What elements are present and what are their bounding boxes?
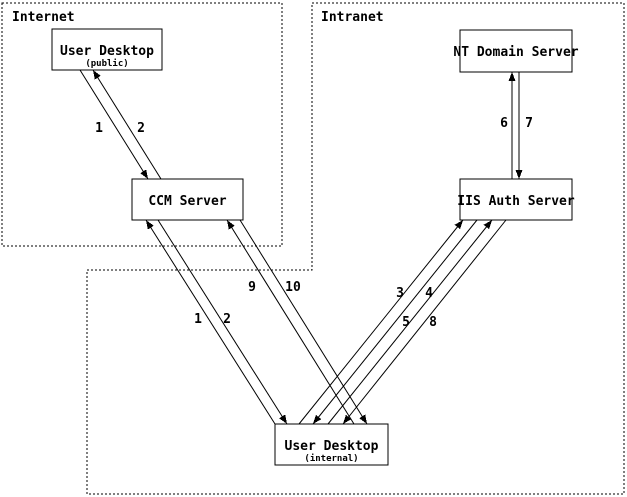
ccm-server-box	[131, 178, 244, 221]
edge-line-2	[157, 219, 288, 425]
iis-auth-server-title: IIS Auth Server	[457, 194, 575, 209]
edge-line-1	[79, 69, 149, 180]
edge-line-9	[226, 219, 355, 425]
user-desktop-public-box	[51, 28, 163, 71]
edge-line-8	[342, 219, 507, 425]
nt-domain-server-box	[459, 29, 573, 73]
edge-label-8: 8	[429, 315, 437, 330]
edge-line-2	[92, 69, 162, 180]
edge-label-5: 5	[402, 315, 410, 330]
edge-label-3: 3	[396, 286, 404, 301]
internet-zone-label: Internet	[12, 10, 75, 25]
user-desktop-internal-box	[274, 423, 389, 466]
edge-label-2: 2	[137, 121, 145, 136]
edge-label-4: 4	[425, 286, 433, 301]
edge-line-10	[239, 219, 368, 425]
iis-auth-server-box	[459, 178, 573, 221]
edge-line-3	[298, 219, 464, 425]
edge-line-1	[145, 219, 276, 425]
nt-domain-server-title: NT Domain Server	[453, 45, 578, 60]
ccm-server-title: CCM Server	[148, 194, 226, 209]
user-desktop-public-subtitle: (public)	[85, 58, 128, 69]
edge-label-10: 10	[285, 280, 301, 295]
intranet-zone-outline	[86, 2, 625, 495]
internet-zone-outline	[1, 2, 283, 247]
edge-label-1: 1	[95, 121, 103, 136]
edge-line-5	[327, 219, 493, 425]
edge-label-2: 2	[223, 312, 231, 327]
user-desktop-public-title: User Desktop	[60, 44, 154, 59]
edge-label-6: 6	[500, 116, 508, 131]
edge-line-4	[312, 219, 478, 425]
edge-label-1: 1	[194, 312, 202, 327]
edge-label-9: 9	[248, 280, 256, 295]
user-desktop-internal-subtitle: (internal)	[304, 453, 358, 464]
edge-label-7: 7	[525, 116, 533, 131]
intranet-zone-label: Intranet	[321, 10, 384, 25]
user-desktop-internal-title: User Desktop	[285, 439, 379, 454]
